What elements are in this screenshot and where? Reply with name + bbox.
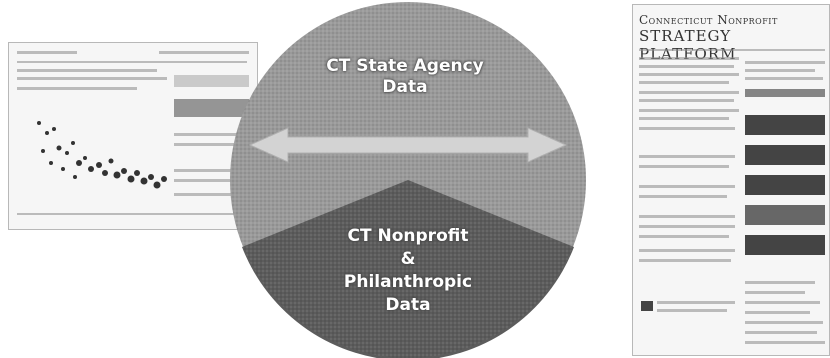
state-agency-label: CT State Agency Data xyxy=(320,56,490,98)
thumb-text-line xyxy=(639,259,731,262)
thumb-text-line xyxy=(639,91,739,94)
thumb-text-line xyxy=(639,99,734,102)
state-agency-label-line1: CT State Agency xyxy=(326,56,484,76)
thumb-text-line xyxy=(745,77,823,80)
thumb-text-line xyxy=(745,331,817,334)
thumb-text-line xyxy=(745,61,825,64)
thumb-text-line xyxy=(174,169,244,172)
thumb-text-line xyxy=(745,281,815,284)
thumb-text-line xyxy=(745,321,823,324)
thumb-text-line xyxy=(745,291,805,294)
thumb-text-line xyxy=(639,249,735,252)
thumb-text-line xyxy=(639,165,729,168)
thumb-text-line xyxy=(159,51,249,54)
thumb-text-line xyxy=(639,57,739,60)
thumb-text-line xyxy=(639,235,729,238)
thumb-text-line xyxy=(174,143,244,146)
thumb-text-line xyxy=(639,81,729,84)
thumb-text-line xyxy=(17,61,247,63)
nonprofit-label: CT Nonprofit & Philanthropic Data xyxy=(343,225,473,317)
thumb-text-line xyxy=(17,87,137,90)
thumb-search-box xyxy=(745,89,825,97)
right-screenshot-thumbnail: Connecticut Nonprofit STRATEGY PLATFORM xyxy=(632,4,830,356)
thumb-text-line xyxy=(174,133,244,136)
left-screenshot-thumbnail xyxy=(8,42,258,230)
thumb-text-line xyxy=(745,301,820,304)
state-agency-label-line2: Data xyxy=(382,77,428,97)
nonprofit-label-line1: CT Nonprofit & xyxy=(347,226,469,269)
thumb-banner xyxy=(745,145,825,165)
thumb-image-block xyxy=(174,75,249,87)
thumb-banner xyxy=(745,175,825,195)
thumb-text-line xyxy=(17,51,77,54)
thumb-text-line xyxy=(639,225,735,228)
thumb-logo xyxy=(641,301,653,311)
thumb-text-line xyxy=(639,185,735,188)
thumb-text-line xyxy=(745,311,810,314)
thumb-text-line xyxy=(657,309,727,312)
thumb-text-line xyxy=(639,49,825,51)
double-arrow xyxy=(248,127,568,163)
thumb-banner xyxy=(745,235,825,255)
thumb-text-line xyxy=(639,155,735,158)
thumb-text-line xyxy=(639,65,734,68)
thumb-text-line xyxy=(657,301,735,304)
thumb-text-line xyxy=(639,195,727,198)
thumb-text-line xyxy=(745,69,815,72)
nonprofit-label-line3: Data xyxy=(385,295,431,315)
thumb-image-block xyxy=(174,99,249,117)
thumb-text-line xyxy=(17,69,157,72)
thumb-text-line xyxy=(17,77,167,80)
nonprofit-label-line2: Philanthropic xyxy=(343,272,473,292)
thumb-text-line xyxy=(639,215,735,218)
thumb-text-line xyxy=(17,213,247,215)
texture-overlay xyxy=(230,2,586,358)
thumb-banner xyxy=(745,205,825,225)
thumb-text-line xyxy=(639,109,739,112)
thumb-text-line xyxy=(639,127,735,130)
platform-title-line1: Connecticut Nonprofit xyxy=(639,13,778,27)
thumb-scatter-plot xyxy=(37,121,167,189)
thumb-text-line xyxy=(174,193,244,196)
thumb-banner xyxy=(745,115,825,135)
thumb-text-line xyxy=(174,179,234,182)
thumb-text-line xyxy=(639,117,729,120)
thumb-text-line xyxy=(639,73,739,76)
thumb-text-line xyxy=(745,341,825,344)
